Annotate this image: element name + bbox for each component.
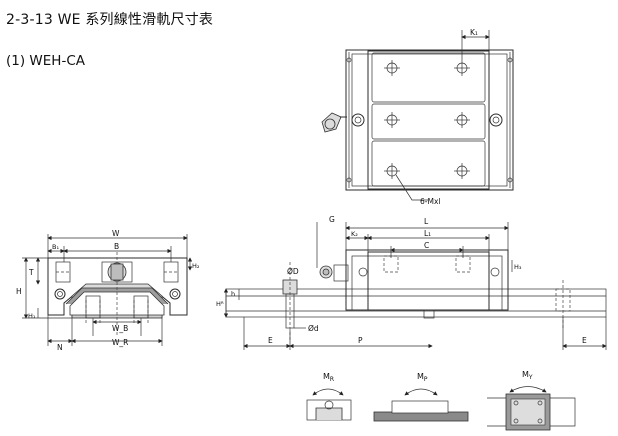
dim-l: L <box>424 217 429 226</box>
moment-pitch: MP <box>373 372 469 422</box>
dim-k1: K₁ <box>470 28 478 37</box>
dim-e-left: E <box>268 336 273 345</box>
dim-h-small: h <box>231 290 235 298</box>
dim-mounting-screw: 6-Mxl <box>420 197 440 206</box>
dim-wb: W_B <box>112 324 128 333</box>
moment-roll: MR <box>306 372 352 421</box>
dim-h2: H₂ <box>192 262 200 270</box>
dim-w: W <box>112 229 120 238</box>
front-view: W B₁ B <box>16 229 200 352</box>
dim-b: B <box>114 242 119 251</box>
dim-t: T <box>28 268 34 277</box>
dim-b1: B₁ <box>52 243 59 251</box>
dim-c: C <box>424 241 429 250</box>
moment-label-mr: MR <box>323 372 334 383</box>
dim-e-right: E <box>582 336 587 345</box>
dim-h3: H₃ <box>514 263 522 271</box>
dim-diameter-d-small: Ød <box>308 324 319 333</box>
dim-h: H <box>16 287 22 296</box>
dim-p: P <box>358 336 363 345</box>
dim-hr: Hᴿ <box>216 300 224 308</box>
side-view: G L K₂ L₁ C H₃ ØD Ød Hᴿ h <box>216 215 607 350</box>
dim-l1: L₁ <box>424 229 431 238</box>
dim-h1: H₁ <box>28 312 36 320</box>
dim-g: G <box>329 215 335 224</box>
moment-label-mp: MP <box>417 372 428 383</box>
dim-diameter-d-large: ØD <box>287 267 299 276</box>
moment-label-my: MY <box>522 370 533 381</box>
top-view: K₁ 6-Mxl <box>321 28 514 206</box>
dim-wr: W_R <box>112 338 128 347</box>
section-title: (1) WEH-CA <box>6 53 85 69</box>
dim-k2: K₂ <box>351 230 358 238</box>
page-title: 2-3-13 WE 系列線性滑軌尺寸表 <box>6 12 214 28</box>
dim-n: N <box>57 343 63 352</box>
moment-yaw: MY <box>487 370 576 431</box>
